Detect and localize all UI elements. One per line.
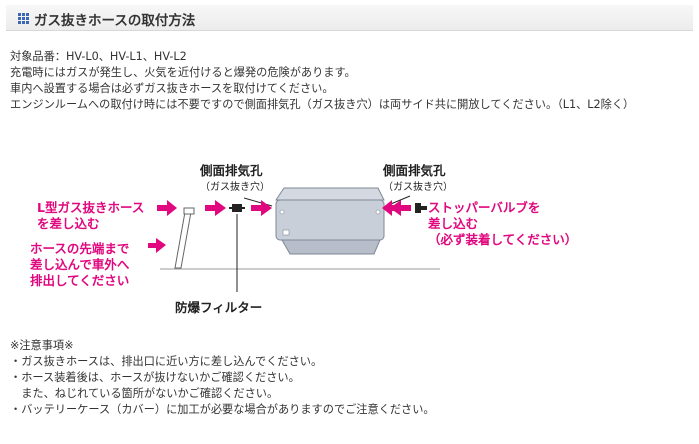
note-item: ・ガス抜きホースは、排出口に近い方に差し込んでください。 bbox=[10, 355, 323, 368]
battery-illustration bbox=[275, 187, 385, 255]
stopper-valve bbox=[415, 203, 427, 213]
stopper-label-line1: ストッパーバルブを bbox=[428, 200, 540, 215]
note-item: また、ねじれている箇所がないかご確認ください。 bbox=[10, 387, 279, 400]
tip-label-line3: 排出してください bbox=[30, 273, 129, 288]
arrow-stopper bbox=[390, 200, 411, 216]
filter-marker bbox=[229, 204, 245, 212]
stopper-label-line3: （必ず装着してください） bbox=[428, 232, 577, 247]
notes-heading: ※注意事項※ bbox=[10, 339, 74, 352]
arrow-tip bbox=[148, 238, 166, 253]
intro-line: 充電時にはガスが発生し、火気を近付けると爆発の危険があります。 bbox=[10, 66, 356, 79]
intro-line: 対象品番：HV-L0、HV-L1、HV-L2 bbox=[10, 50, 187, 63]
arrow-filter bbox=[205, 200, 226, 216]
intro-text: 対象品番：HV-L0、HV-L1、HV-L2 充電時にはガスが発生し、火気を近付… bbox=[10, 49, 634, 113]
section-title: ガス抜きホースの取付方法 bbox=[34, 13, 196, 29]
notes: ※注意事項※ ・ガス抜きホースは、排出口に近い方に差し込んでください。 ・ホース… bbox=[10, 338, 435, 418]
note-item: ・バッテリーケース（カバー）に加工が必要な場合がありますのでご注意ください。 bbox=[10, 403, 435, 416]
stopper-label-line2: 差し込む bbox=[427, 216, 478, 231]
right-vent-sub: （ガス抜き穴） bbox=[383, 180, 453, 193]
arrow-hose bbox=[157, 200, 177, 216]
note-item: ・ホース装着後は、ホースが抜けないかご確認ください。 bbox=[10, 371, 300, 384]
l-hose bbox=[174, 211, 192, 269]
intro-line: エンジンルームへの取付け時には不要ですので側面排気孔（ガス抜き穴）は両サイド共に… bbox=[10, 98, 635, 111]
left-vent-title: 側面排気孔 bbox=[199, 163, 263, 178]
filter-label: 防爆フィルター bbox=[175, 300, 262, 315]
tip-label-line2: 差し込んで車外へ bbox=[29, 257, 130, 272]
installation-diagram: 側面排気孔 （ガス抜き穴） 側面排気孔 （ガス抜き穴） L型ガス抜きホース を差… bbox=[29, 163, 577, 315]
intro-line: 車内へ設置する場合は必ずガス抜きホースを取付けてください。 bbox=[10, 82, 334, 95]
grid-icon bbox=[18, 13, 29, 24]
hose-label-line2: を差し込む bbox=[37, 216, 100, 231]
hose-label-line1: L型ガス抜きホース bbox=[37, 200, 144, 215]
tip-label-line1: ホースの先端まで bbox=[30, 241, 129, 256]
arrow-vent-left bbox=[251, 200, 272, 216]
right-vent-title: 側面排気孔 bbox=[382, 163, 446, 178]
section-header: ガス抜きホースの取付方法 bbox=[6, 5, 693, 31]
left-vent-sub: （ガス抜き穴） bbox=[200, 180, 270, 193]
